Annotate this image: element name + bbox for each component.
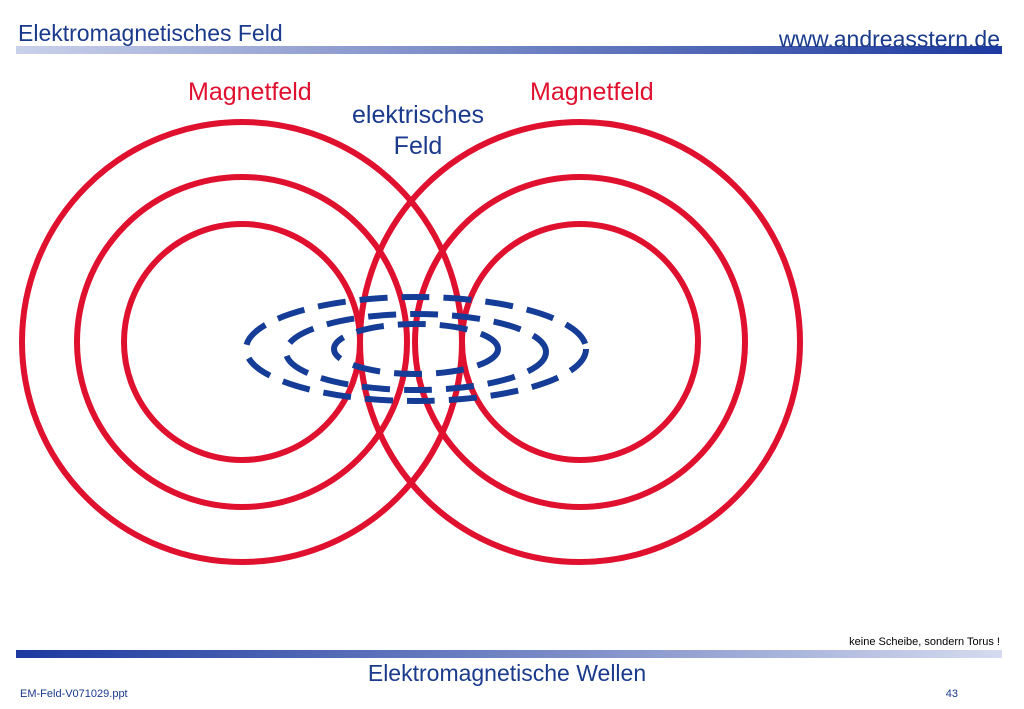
header-divider-bar xyxy=(16,46,1002,54)
magnetic-ring-left-inner xyxy=(121,221,363,463)
label-elektrisches-line2: Feld xyxy=(393,132,443,160)
electric-field-torus xyxy=(243,294,589,404)
label-magnetfeld-left: Magnetfeld xyxy=(188,78,312,106)
magnetic-ring-right-inner xyxy=(459,221,701,463)
label-elektrisches-feld: elektrisches Feld xyxy=(330,100,506,162)
magnetic-ring-right-outer xyxy=(357,119,803,565)
footer-subtitle: Elektromagnetische Wellen xyxy=(367,660,647,686)
electric-ring-inner xyxy=(331,321,501,377)
magnetic-field-left xyxy=(19,119,465,565)
label-elektrisches-line1: elektrisches xyxy=(352,101,484,129)
electric-ring-outer xyxy=(243,294,589,404)
magnetic-ring-right-middle xyxy=(412,174,748,510)
footnote-torus: keine Scheibe, sondern Torus ! xyxy=(849,636,1000,648)
electric-ring-middle xyxy=(283,311,549,393)
page-number: 43 xyxy=(945,688,958,700)
footer-divider-bar xyxy=(16,650,1002,658)
magnetic-field-right xyxy=(357,119,803,565)
magnetic-ring-left-middle xyxy=(74,174,410,510)
magnetic-ring-left-outer xyxy=(19,119,465,565)
label-magnetfeld-right: Magnetfeld xyxy=(530,78,654,106)
slide-title: Elektromagnetisches Feld xyxy=(18,20,283,46)
footer-filename: EM-Feld-V071029.ppt xyxy=(20,688,128,700)
website-url[interactable]: www.andreasstern.de xyxy=(778,26,1000,52)
